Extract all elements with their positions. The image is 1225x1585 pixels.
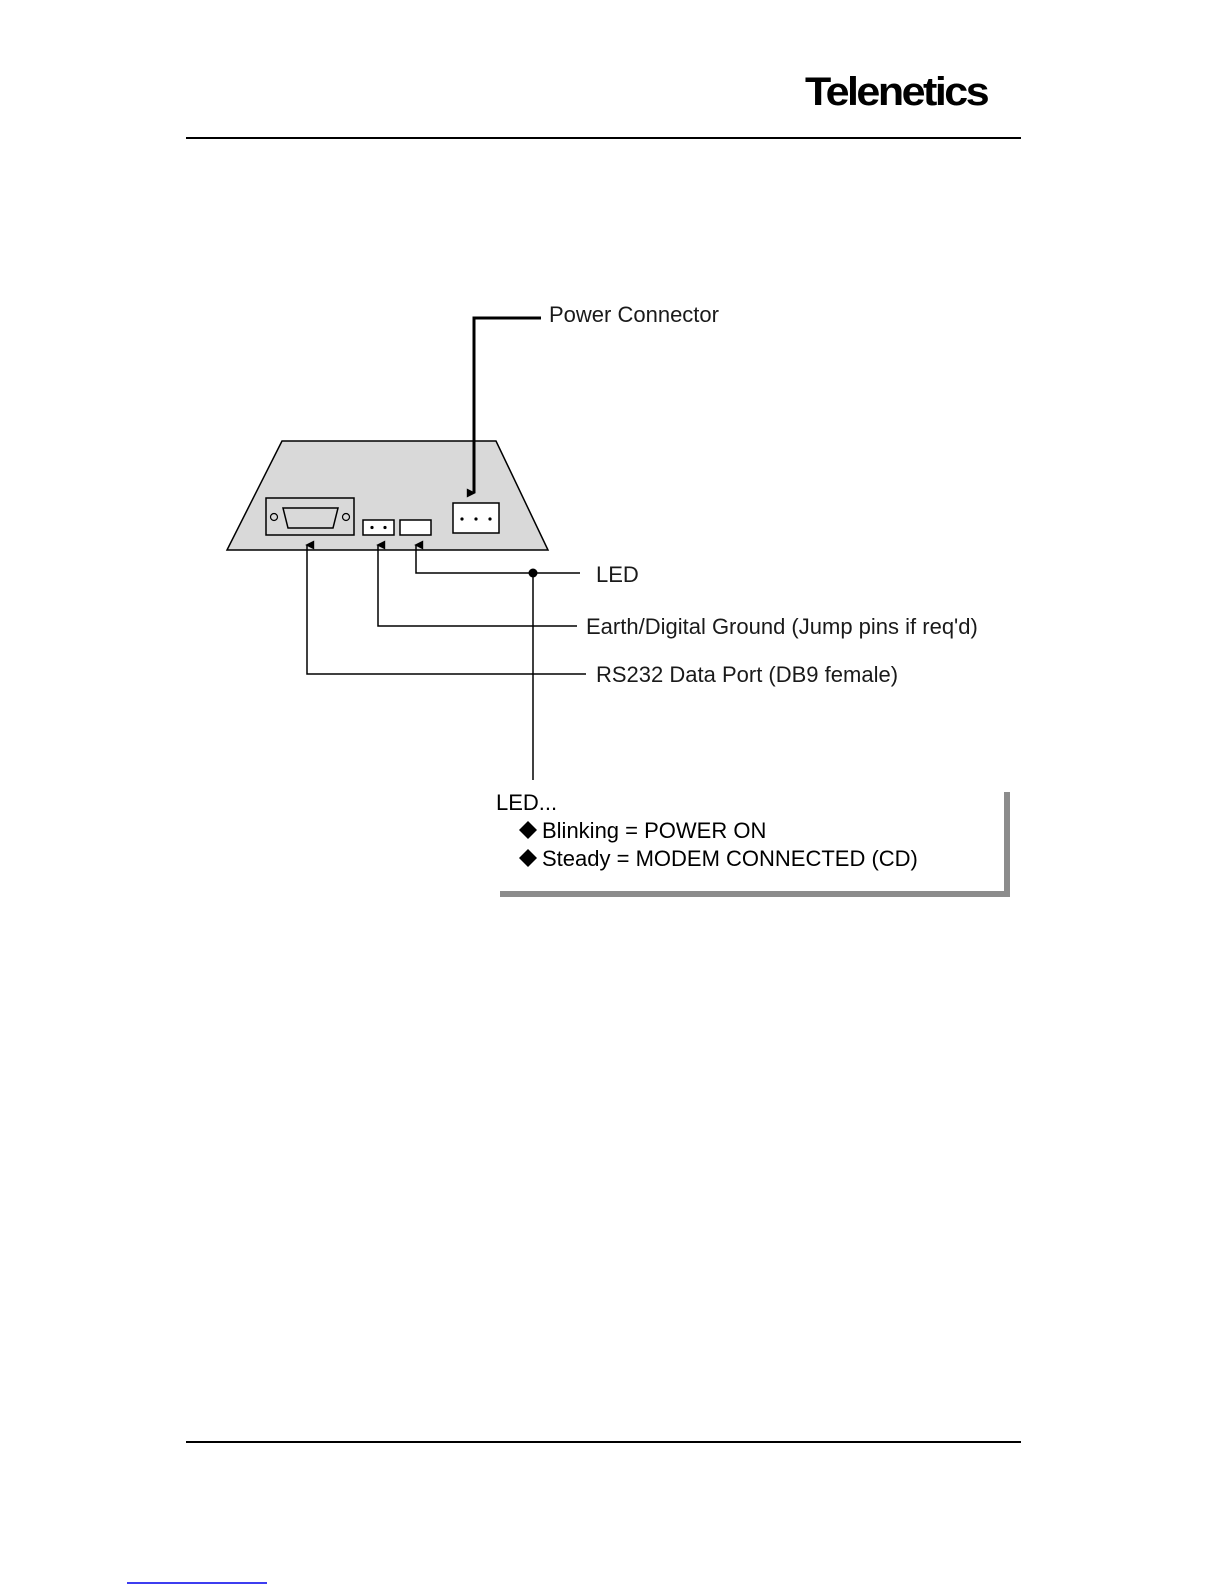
bullet-diamond-icon xyxy=(519,849,537,867)
earth-ground-label: Earth/Digital Ground (Jump pins if req'd… xyxy=(586,614,978,639)
power-connector-label: Power Connector xyxy=(549,302,719,327)
earth-ground-leader xyxy=(378,545,577,626)
rs232-port-label: RS232 Data Port (DB9 female) xyxy=(596,662,898,687)
rs232-port-leader xyxy=(307,545,586,674)
led-legend-item: Steady = MODEM CONNECTED (CD) xyxy=(542,846,918,871)
db9-connector-icon xyxy=(266,498,354,535)
bullet-diamond-icon xyxy=(519,821,537,839)
led-label: LED xyxy=(596,562,639,587)
led-junction-dot xyxy=(529,569,538,578)
page-edge-mark xyxy=(127,1582,267,1584)
led-indicator-icon xyxy=(400,520,431,535)
led-legend-item: Blinking = POWER ON xyxy=(542,818,766,843)
led-legend-box: LED... Blinking = POWER ON Steady = MODE… xyxy=(496,790,1007,894)
led-legend-title: LED... xyxy=(496,790,557,815)
power-connector-icon xyxy=(453,503,499,533)
ground-jumper-pins-icon xyxy=(363,520,394,535)
